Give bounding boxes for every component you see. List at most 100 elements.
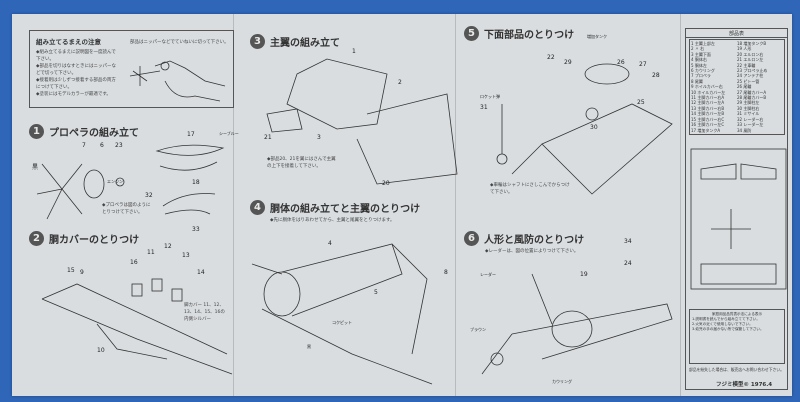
part-label: 5 bbox=[374, 289, 378, 296]
parts-list-item: 9 ホイルカバー右 bbox=[691, 84, 723, 90]
caution-item: ◆組み立てるまえに説明図を一度読んで下さい。 bbox=[36, 50, 116, 62]
part-label: 3 bbox=[317, 134, 321, 141]
step-note: 脚カバー 11、12、13、14、15、16の内側シルバー bbox=[184, 303, 225, 322]
part-label: 12 bbox=[164, 243, 172, 250]
color-label: 黒 bbox=[307, 344, 311, 349]
parts-list-item: 14 主脚カバー左B bbox=[691, 111, 725, 117]
parts-list-item: 15 主脚カバー右C bbox=[691, 116, 725, 122]
underside-parts-illustration bbox=[496, 63, 673, 195]
step-title: 下面部品のとりつけ bbox=[484, 30, 575, 41]
part-label: 1 bbox=[352, 48, 356, 55]
part-label: 30 bbox=[590, 124, 598, 131]
part-label: 29 bbox=[564, 59, 572, 66]
parts-list-item: 20 エルロン右 bbox=[737, 51, 764, 57]
step-5-heading: 5 下面部品のとりつけ bbox=[464, 26, 574, 41]
part-label: 20 bbox=[382, 180, 390, 187]
parts-list: 1 主翼上部左 18 増加タンクB 2 〃 右 19 人形 3 主翼下面 20 エルロン右… bbox=[689, 39, 785, 135]
part-label: 11 bbox=[147, 249, 155, 256]
part-label: 15 bbox=[67, 267, 75, 274]
part-label: 32 bbox=[145, 192, 153, 199]
part-label: 7 bbox=[82, 142, 86, 149]
warning-line: 1.説明書を読んでから組み立てて下さい。 bbox=[692, 317, 760, 321]
parts-panel: 部品表 1 主翼上部左 18 増加タンクB 2 〃 右 19 人形 3 主翼下面 20 エ… bbox=[685, 28, 788, 390]
caution-item: ◆接着剤は少しずつ接着する部品の両方につけて下さい。 bbox=[36, 78, 116, 90]
parts-list-item: 16 主脚カバー左C bbox=[691, 122, 725, 128]
wing-underside-illustration bbox=[41, 278, 233, 375]
step-note: ◆プロペラは図のようにとりつけて下さい。 bbox=[102, 203, 151, 215]
parts-list-item: 13 主脚カバー右B bbox=[691, 105, 725, 111]
part-label: 26 bbox=[617, 59, 625, 66]
parts-list-item: 5 胴体左 bbox=[691, 62, 707, 68]
step-6-heading: 6 人形と風防のとりつけ bbox=[464, 231, 584, 246]
color-label: 黒 bbox=[32, 164, 39, 171]
step-title: 人形と風防のとりつけ bbox=[484, 235, 585, 246]
caution-item: ◆塗装にはモデルカラーが最適です。 bbox=[36, 92, 111, 97]
step-number: 2 bbox=[29, 231, 44, 246]
hands-cutting-illustration bbox=[129, 60, 226, 102]
part-label: 25 bbox=[637, 99, 645, 106]
propeller-illustration bbox=[36, 163, 125, 220]
part-label: 8 bbox=[444, 269, 448, 276]
brand-copyright: フジミ模型© 1976.4 bbox=[716, 382, 773, 388]
parts-list-item: 22 主車輪 bbox=[737, 62, 756, 68]
parts-list-item: 3 主翼下面 bbox=[691, 51, 711, 57]
part-label: 22 bbox=[547, 54, 555, 61]
parts-list-item: 29 主脚柱左 bbox=[737, 100, 760, 106]
fuselage-assembly-illustration bbox=[251, 243, 433, 385]
part-label: レーダー bbox=[480, 272, 496, 277]
parts-list-item: 28 尾輪カバーB bbox=[737, 95, 767, 101]
part-label: エンジン bbox=[107, 179, 123, 184]
part-label: 4 bbox=[328, 240, 332, 247]
parts-list-item: 2 〃 右 bbox=[691, 46, 705, 52]
parts-list-item: 19 人形 bbox=[737, 46, 752, 52]
part-label: 19 bbox=[580, 271, 588, 278]
parts-list-item: 25 ピトー管 bbox=[737, 78, 760, 84]
parts-list-item: 24 アンテナ柱 bbox=[737, 73, 764, 79]
part-label: 16 bbox=[130, 259, 138, 266]
step-title: 主翼の組み立て bbox=[270, 38, 340, 49]
warning-title: 家庭用品品質表示法による表示 bbox=[711, 312, 763, 316]
step-note: ◆先に胴体をはりあわせてから、主翼と尾翼をとりつけます。 bbox=[270, 218, 395, 223]
instruction-sheet: 組み立てるまえの注意 部品はニッパーなどでていねいに切って下さい。 ◆組み立てる… bbox=[12, 14, 792, 396]
part-label: 33 bbox=[192, 226, 200, 233]
parts-list-item: 12 主脚カバー左A bbox=[691, 100, 725, 106]
parts-list-item: 18 増加タンクB bbox=[737, 41, 767, 46]
part-label: 9 bbox=[80, 269, 84, 276]
drop-tank-illustration bbox=[155, 144, 225, 215]
part-label: 31 bbox=[480, 104, 488, 111]
part-label: ロケット弾 bbox=[480, 94, 500, 99]
parts-list-item: 21 エルロン左 bbox=[737, 57, 764, 63]
part-label: 18 bbox=[192, 179, 200, 186]
parts-list-item: 23 プロペラ止め bbox=[737, 68, 768, 74]
part-label: 21 bbox=[264, 134, 272, 141]
warning-line: 2.火気の近くで使用しないで下さい。 bbox=[692, 322, 753, 326]
step-number: 6 bbox=[464, 231, 479, 246]
warning-line: 3.幼児の手の届かない所で保管して下さい。 bbox=[692, 327, 764, 331]
parts-list-item: 11 主脚カバー右A bbox=[691, 95, 725, 101]
parts-list-item: 10 ホイルカバー左 bbox=[691, 89, 726, 95]
step-number: 5 bbox=[464, 26, 479, 41]
caution-item: ◆部品を切りはなすときにはニッパーなどで切って下さい。 bbox=[36, 64, 116, 76]
parts-list-item: 8 尾翼 bbox=[691, 78, 703, 84]
step-note: ◆車輪はシャフトにさしこんでからつけて下さい。 bbox=[490, 183, 570, 195]
part-label: 34 bbox=[624, 238, 632, 245]
step-note: ◆部品20、21を翼にはさんで主翼の上下を接着して下さい。 bbox=[267, 157, 336, 169]
color-label: シーブルー bbox=[219, 131, 239, 136]
parts-list-item: 1 主翼上部左 bbox=[691, 41, 715, 46]
part-label: 24 bbox=[624, 260, 632, 267]
parts-list-item: 30 主脚柱右 bbox=[737, 105, 760, 111]
step-number: 1 bbox=[29, 124, 44, 139]
part-label: 増加タンク bbox=[587, 34, 607, 39]
part-label: 14 bbox=[197, 269, 205, 276]
warning-footer: 部品を紛失した場合は、販売店へお問い合わせ下さい。 bbox=[689, 367, 784, 372]
sprue-diagram bbox=[690, 148, 787, 290]
step-number: 4 bbox=[250, 200, 265, 215]
parts-list-item: 31 ミサイル bbox=[737, 111, 760, 117]
part-label: 17 bbox=[187, 131, 195, 138]
parts-list-item: 6 カウリング bbox=[691, 68, 715, 74]
part-label: 13 bbox=[182, 252, 190, 259]
part-label: 2 bbox=[398, 79, 402, 86]
parts-title: 部品表 bbox=[686, 30, 787, 38]
